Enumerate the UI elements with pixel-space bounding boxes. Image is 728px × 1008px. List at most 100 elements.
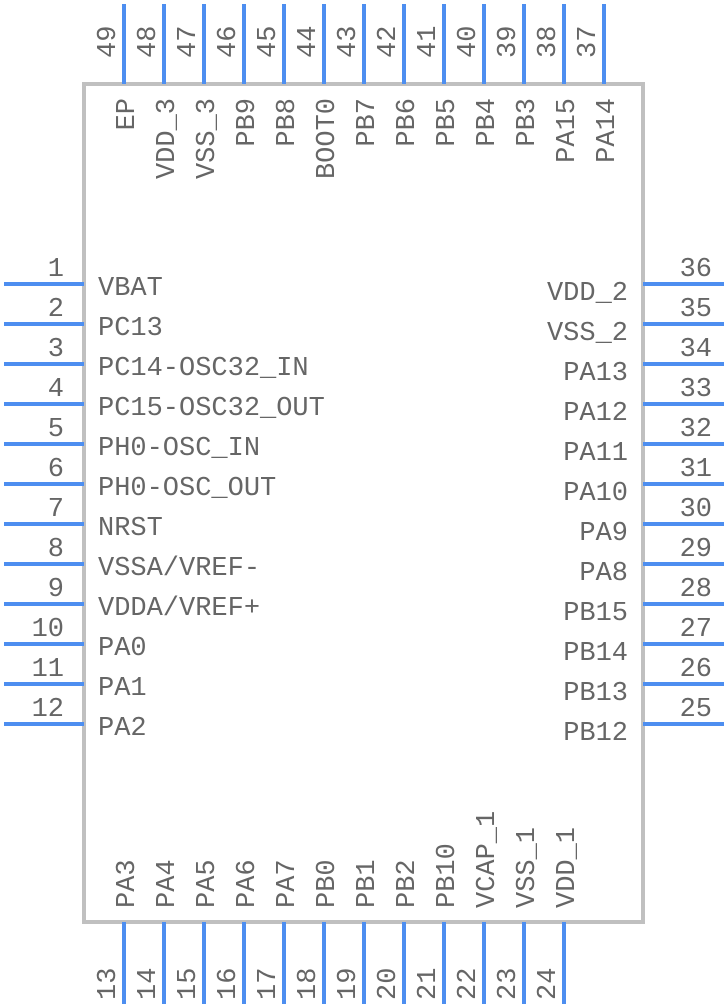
pin-name: PH0-OSC_OUT [98, 474, 276, 504]
pin-name: PB1 [353, 859, 383, 908]
pin-number: 39 [494, 26, 524, 58]
pin-number: 31 [680, 455, 712, 485]
pin-number: 8 [48, 535, 64, 565]
pin-name: VSS_2 [547, 319, 628, 349]
pin-name: VSSA/VREF- [98, 554, 260, 584]
ic-body-outline [82, 82, 645, 924]
pin-name: PB15 [563, 599, 628, 629]
pin-name: PA2 [98, 714, 147, 744]
pin-number: 21 [414, 968, 444, 1000]
pin-number: 15 [174, 968, 204, 1000]
pin-name: PA6 [233, 859, 263, 908]
pin-number: 30 [680, 495, 712, 525]
pin-number: 11 [32, 655, 64, 685]
pin-name: PB13 [563, 679, 628, 709]
pin-name: VDD_2 [547, 279, 628, 309]
pin-number: 10 [32, 615, 64, 645]
left-pin-group: 1VBAT2PC133PC14-OSC32_IN4PC15-OSC32_OUT5… [4, 255, 325, 744]
pin-number: 49 [94, 26, 124, 58]
pin-name: PA15 [553, 98, 583, 163]
pin-name: BOOT0 [313, 98, 343, 179]
pin-name: PA12 [563, 399, 628, 429]
pin-name: EP [113, 98, 143, 130]
pin-number: 48 [134, 26, 164, 58]
pin-name: PA13 [563, 359, 628, 389]
pin-15: 15 PA5 [174, 859, 223, 1004]
pin-number: 14 [134, 968, 164, 1000]
right-pin-group: 36VDD_235VSS_234PA1333PA1232PA1131PA1030… [547, 255, 724, 749]
pin-name: PA1 [98, 674, 147, 704]
pin-number: 5 [48, 415, 64, 445]
pin-number: 26 [680, 655, 712, 685]
pin-name: VDD_1 [553, 827, 583, 908]
pin-name: VCAP_1 [473, 811, 503, 908]
pin-24: 24 VDD_1 [534, 827, 583, 1004]
pin-number: 38 [534, 26, 564, 58]
pin-name: PB5 [433, 98, 463, 147]
pin-number: 25 [680, 695, 712, 725]
pin-number: 40 [454, 26, 484, 58]
pin-name: VDDA/VREF+ [98, 594, 260, 624]
pin-number: 9 [48, 575, 64, 605]
pin-number: 18 [294, 968, 324, 1000]
pin-number: 13 [94, 968, 124, 1000]
pin-name: VBAT [98, 274, 163, 304]
pin-number: 46 [214, 26, 244, 58]
pin-name: PB7 [353, 98, 383, 147]
pin-name: PA5 [193, 859, 223, 908]
pin-number: 22 [454, 968, 484, 1000]
pin-number: 27 [680, 615, 712, 645]
pin-name: PA14 [593, 98, 623, 163]
pin-name: PB9 [233, 98, 263, 147]
pin-name: PA0 [98, 634, 147, 664]
pin-number: 4 [48, 375, 64, 405]
pin-name: NRST [98, 514, 163, 544]
bottom-pin-group: 13PA314PA415PA516PA617PA718PB019PB120PB2… [94, 811, 583, 1004]
pin-name: PB2 [393, 859, 423, 908]
pin-number: 41 [414, 26, 444, 58]
pin-number: 3 [48, 335, 64, 365]
pin-22: 22 VCAP_1 [454, 811, 503, 1004]
top-pin-group: 49EP48VDD_347VSS_346PB945PB844BOOT043PB7… [94, 4, 623, 179]
pin-name: PC15-OSC32_OUT [98, 394, 325, 424]
pin-number: 28 [680, 575, 712, 605]
pin-name: VDD_3 [153, 98, 183, 179]
pin-number: 1 [48, 255, 64, 285]
pin-name: PB8 [273, 98, 303, 147]
pin-number: 45 [254, 26, 284, 58]
pin-16: 16 PA6 [214, 859, 263, 1004]
pin-number: 24 [534, 968, 564, 1000]
pin-number: 16 [214, 968, 244, 1000]
